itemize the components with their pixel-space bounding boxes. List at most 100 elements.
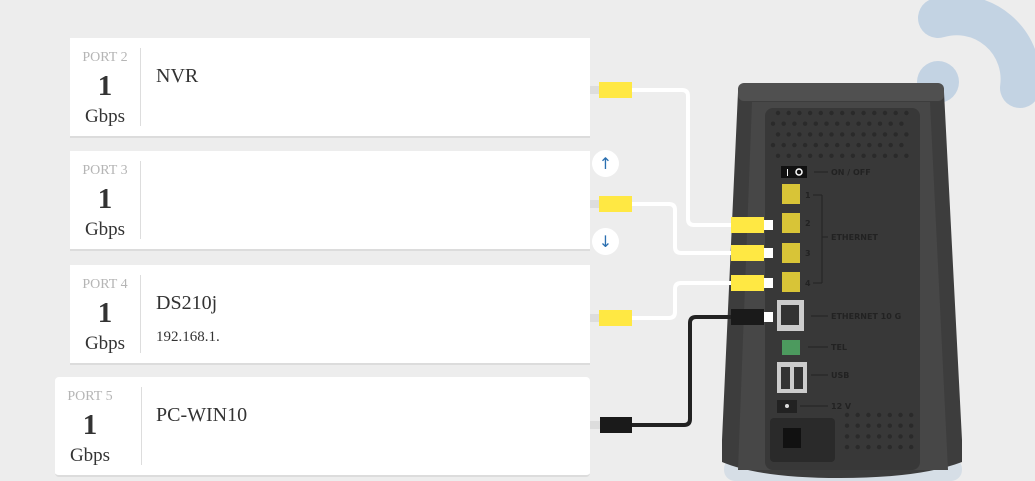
port-speed: 1 <box>97 70 113 102</box>
vent-hole <box>797 153 802 158</box>
vent-hole <box>775 132 781 137</box>
vent-hole <box>882 110 888 116</box>
vent-hole <box>840 132 845 137</box>
vent-hole <box>898 444 903 450</box>
vent-hole <box>861 153 866 158</box>
cable-plugs <box>588 82 773 433</box>
vent-hole <box>904 110 909 116</box>
vent-hole <box>867 142 872 148</box>
vent-hole <box>887 444 892 450</box>
vent-hole <box>781 142 786 148</box>
port-label: PORT 2 <box>82 50 128 65</box>
label-ethernet: ETHERNET <box>831 233 878 242</box>
vent-hole <box>786 110 791 116</box>
label-on-off: ON / OFF <box>831 168 871 177</box>
vent-hole <box>898 423 903 428</box>
vent-hole <box>770 142 776 148</box>
vent-hole <box>813 142 818 148</box>
label-port-2: 2 <box>805 219 811 228</box>
vent-hole <box>835 142 840 148</box>
label-ethernet-10g: ETHERNET 10 G <box>831 312 901 321</box>
vent-hole <box>845 142 851 148</box>
vent-hole <box>888 142 893 148</box>
vent-hole <box>856 121 861 126</box>
vent-hole <box>845 121 851 126</box>
vent-hole <box>866 444 871 450</box>
vent-hole <box>775 153 781 158</box>
vent-hole <box>872 110 877 116</box>
vent-hole <box>876 412 882 418</box>
vent-hole <box>818 110 823 116</box>
port-label: PORT 4 <box>82 277 128 292</box>
vent-hole <box>872 153 877 158</box>
vent-hole <box>770 121 776 126</box>
vent-hole <box>887 434 892 439</box>
label-port-1: 1 <box>805 191 811 200</box>
vent-hole <box>855 423 860 428</box>
label-usb: USB <box>831 371 849 380</box>
router-body: I ON / OFF 1 2 3 4 ETHERNET ETHERNET 10 … <box>722 83 962 478</box>
vent-hole <box>797 110 802 116</box>
vent-hole <box>877 142 883 148</box>
device-name: PC-WIN10 <box>156 404 248 426</box>
vent-hole <box>824 121 829 126</box>
vent-hole <box>813 121 818 126</box>
vent-hole <box>872 132 877 137</box>
vent-hole <box>909 412 914 418</box>
cables <box>630 88 735 427</box>
vent-hole <box>876 423 882 428</box>
device-name: NVR <box>156 65 199 87</box>
label-tel: TEL <box>831 343 847 352</box>
port-speed: 1 <box>82 409 98 441</box>
port-speed-unit: Gbps <box>84 333 126 354</box>
vent-hole <box>792 142 797 148</box>
vent-hole <box>855 412 860 418</box>
vent-hole <box>855 434 860 439</box>
label-port-3: 3 <box>805 249 811 258</box>
divider <box>141 387 142 465</box>
vent-hole <box>786 153 791 158</box>
vent-hole <box>909 423 914 428</box>
port-label: PORT 3 <box>82 163 128 178</box>
move-down-arrow-icon[interactable]: ↓ <box>592 228 619 255</box>
move-up-arrow-icon[interactable]: ↑ <box>592 150 619 177</box>
divider <box>140 48 141 126</box>
divider <box>140 161 141 239</box>
vent-hole <box>867 121 872 126</box>
vent-hole <box>876 444 882 450</box>
vent-hole <box>824 142 829 148</box>
label-12v: 12 V <box>831 402 852 411</box>
vent-hole <box>877 121 883 126</box>
vent-hole <box>775 110 781 116</box>
vent-hole <box>850 153 856 158</box>
vent-hole <box>887 423 892 428</box>
vent-hole <box>866 412 871 418</box>
vent-hole <box>829 132 834 137</box>
vent-hole <box>844 412 850 418</box>
port-label: PORT 5 <box>67 389 113 404</box>
vent-hole <box>792 121 797 126</box>
vent-hole <box>899 121 904 126</box>
vent-hole <box>829 153 834 158</box>
vent-hole <box>807 110 813 116</box>
vent-hole <box>856 142 861 148</box>
vent-hole <box>840 153 845 158</box>
vent-hole <box>904 153 909 158</box>
port-speed-unit: Gbps <box>84 219 126 240</box>
vent-hole <box>840 110 845 116</box>
vent-hole <box>882 153 888 158</box>
vent-hole <box>893 153 898 158</box>
vent-hole <box>893 132 898 137</box>
vent-hole <box>807 153 813 158</box>
port-speed-unit: Gbps <box>69 445 111 466</box>
vent-hole <box>893 110 898 116</box>
vent-hole <box>861 110 866 116</box>
vent-hole <box>844 423 850 428</box>
vent-hole <box>844 444 850 450</box>
vent-hole <box>786 132 791 137</box>
